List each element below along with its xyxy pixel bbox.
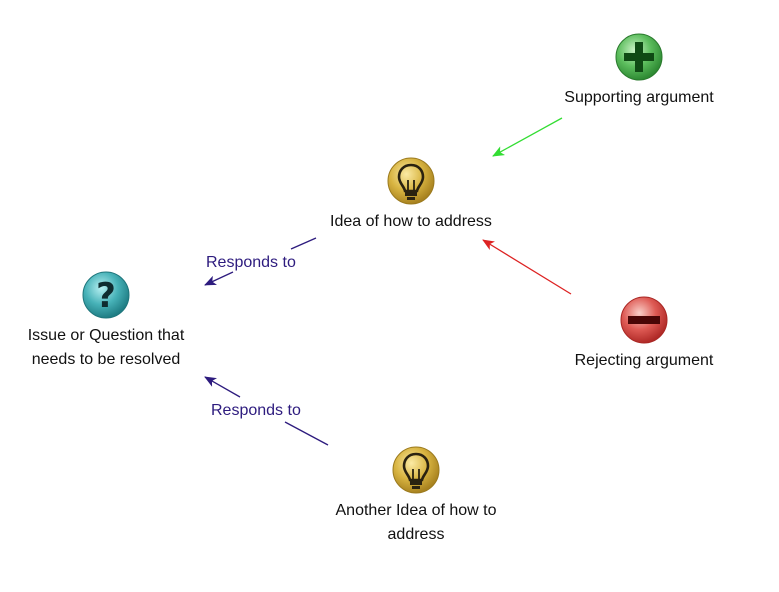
node-label: Idea of how to address	[330, 213, 492, 230]
plus-icon	[615, 33, 663, 81]
link-another-idea-to-issue[interactable]	[204, 376, 329, 446]
node-idea[interactable]: Idea of how to address	[311, 156, 511, 234]
link-idea-to-issue[interactable]	[204, 237, 317, 286]
lightbulb-icon	[387, 157, 435, 205]
node-supporting-argument[interactable]: Supporting argument	[539, 32, 739, 110]
node-label: Another Idea of how to address	[335, 502, 497, 543]
node-label: Issue or Question that needs to be resol…	[27, 327, 185, 368]
node-rejecting-argument[interactable]: Rejecting argument	[544, 295, 744, 373]
link-supporting-to-idea[interactable]	[492, 117, 563, 157]
node-label: Rejecting argument	[574, 352, 714, 369]
minus-icon	[620, 296, 668, 344]
question-icon: ?	[82, 271, 130, 319]
link-label-idea-to-issue: Responds to	[206, 254, 296, 271]
link-label-another-to-issue: Responds to	[211, 402, 301, 419]
svg-text:?: ?	[96, 276, 116, 316]
node-label: Supporting argument	[564, 89, 714, 106]
lightbulb-icon	[392, 446, 440, 494]
node-issue[interactable]: ? Issue or Question that needs to be res…	[6, 270, 206, 372]
link-rejecting-to-idea[interactable]	[482, 239, 572, 295]
node-another-idea[interactable]: Another Idea of how to address	[306, 445, 526, 547]
